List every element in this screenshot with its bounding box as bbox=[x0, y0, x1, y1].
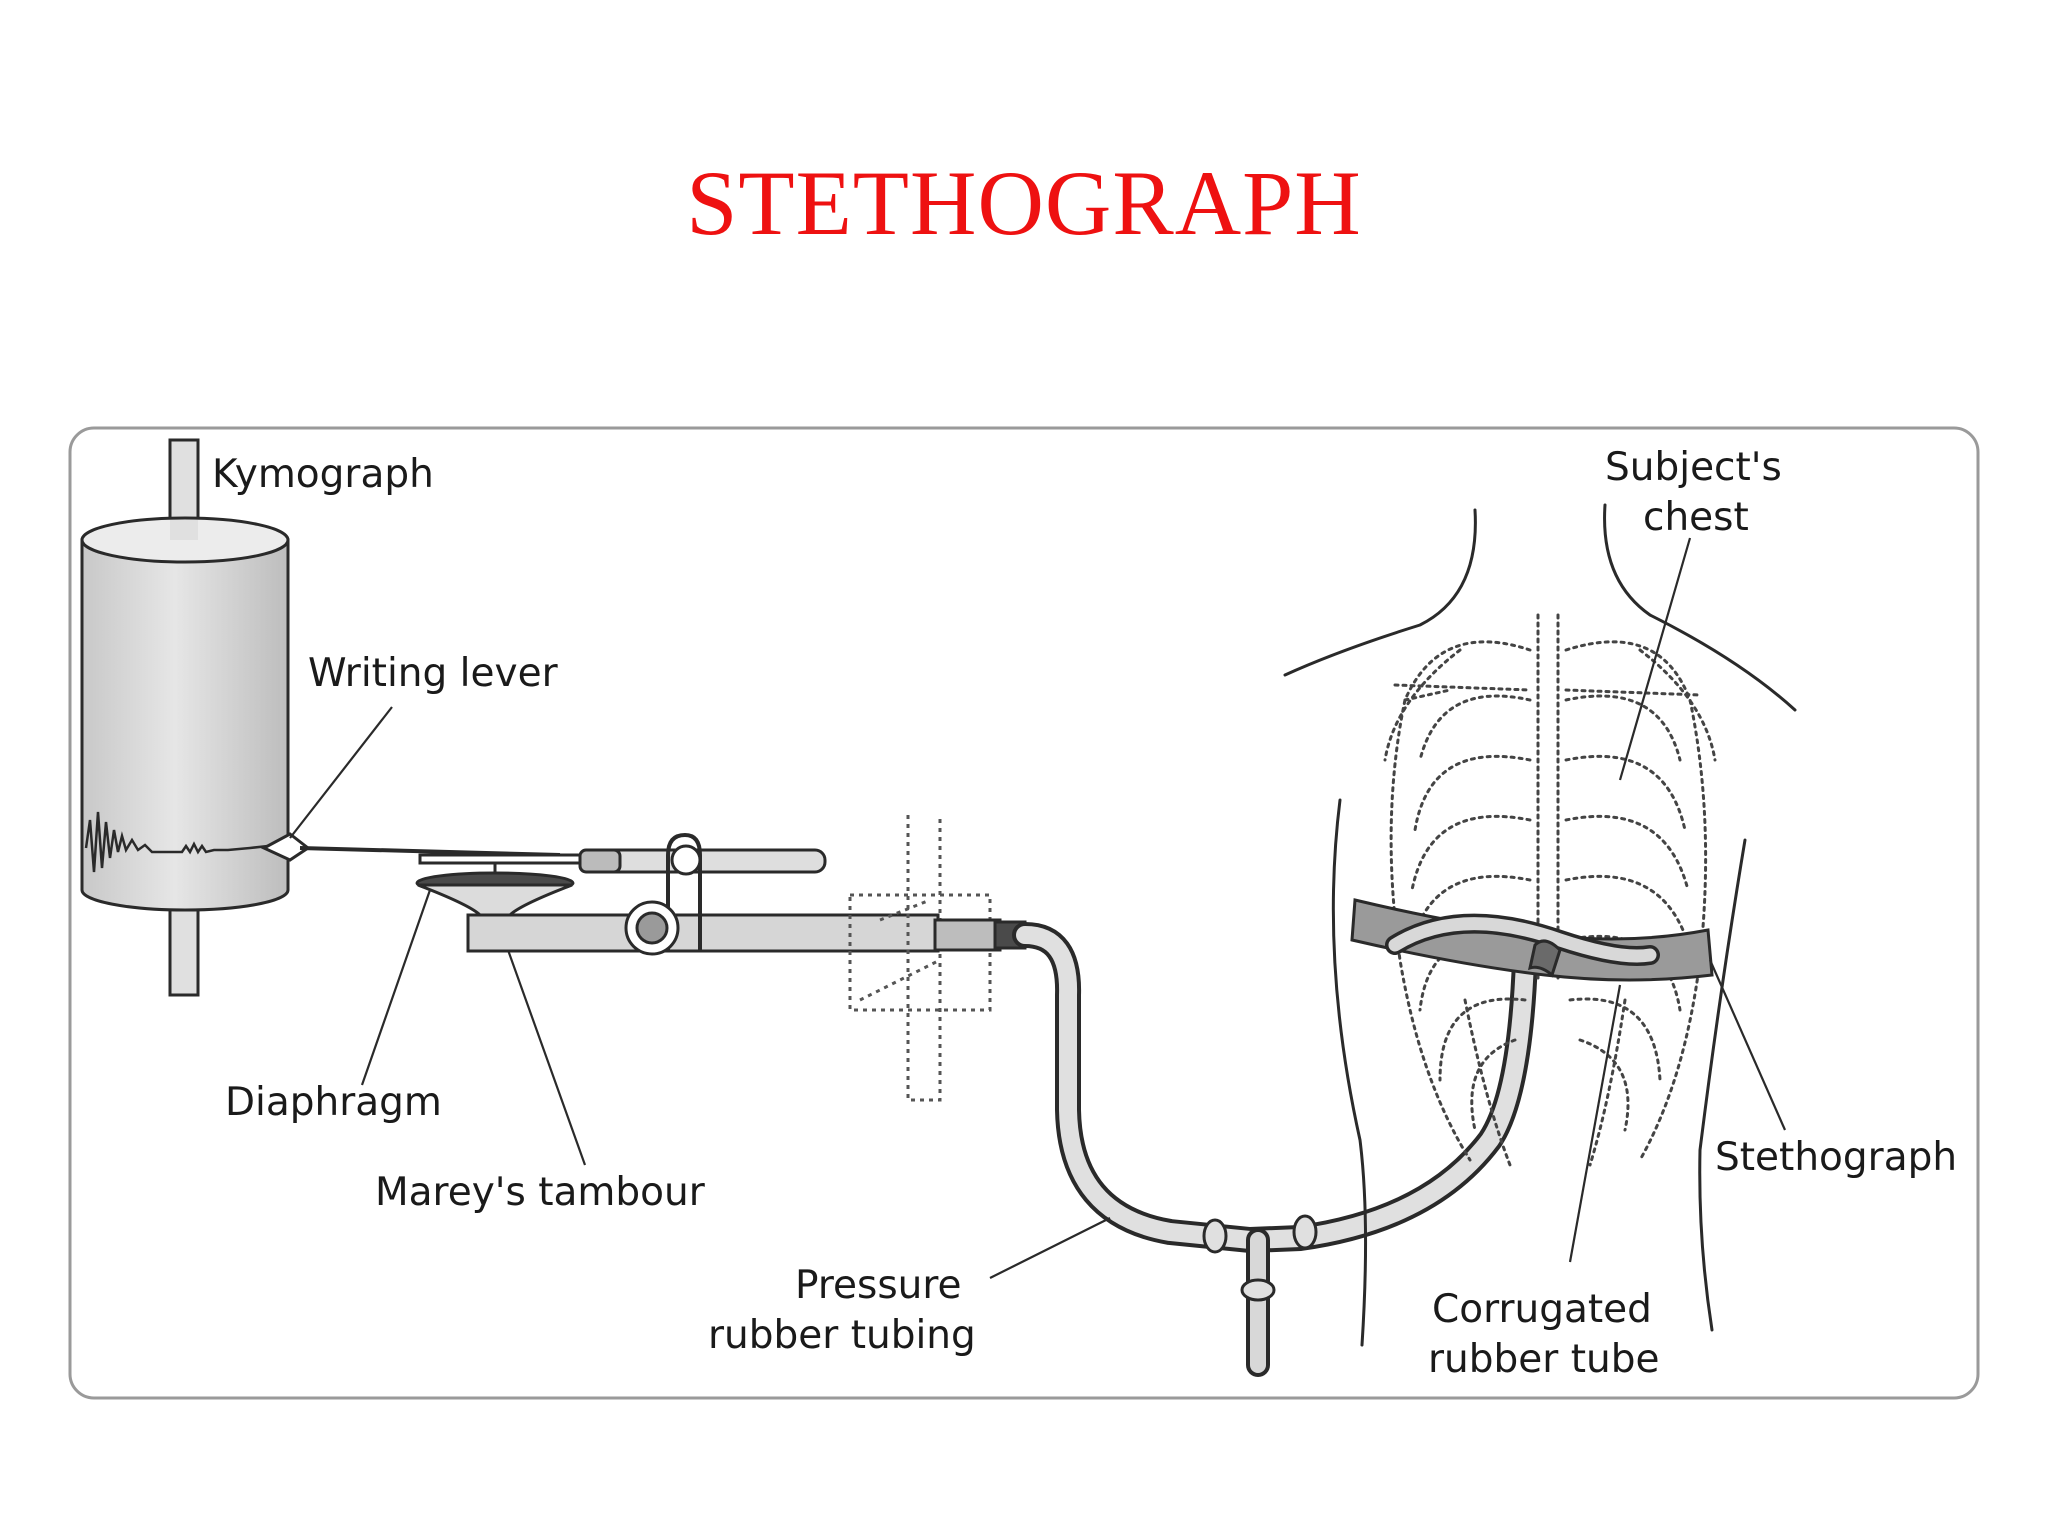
kymograph-trace bbox=[84, 811, 280, 873]
label-writing-lever: Writing lever bbox=[308, 651, 559, 696]
label-mareys-tambour: Marey's tambour bbox=[375, 1170, 706, 1215]
subjects-chest bbox=[1283, 503, 1797, 1347]
rib-cage bbox=[1383, 613, 1717, 1167]
leader-corrugated-tube bbox=[1568, 984, 1622, 1263]
label-kymograph: Kymograph bbox=[212, 452, 434, 497]
leader-pressure-tubing bbox=[989, 1217, 1111, 1279]
body-outline bbox=[1283, 508, 1477, 677]
label-corrugated-line1: Corrugated bbox=[1432, 1287, 1652, 1332]
tambour-base bbox=[466, 913, 940, 953]
pressure-tubing bbox=[1012, 922, 1538, 1377]
label-subjects-chest-line1: Subject's bbox=[1605, 445, 1782, 490]
label-pressure-line2: rubber tubing bbox=[708, 1313, 976, 1358]
leader-mareys-tambour bbox=[506, 949, 587, 1166]
slide-title: STETHOGRAPH bbox=[686, 152, 1362, 254]
label-pressure-line1: Pressure bbox=[795, 1263, 962, 1308]
leader-writing-lever bbox=[289, 706, 393, 839]
leader-lines bbox=[289, 537, 1787, 1279]
kymograph bbox=[80, 438, 290, 997]
leader-subjects-chest bbox=[1618, 537, 1692, 781]
stethograph-belt bbox=[1350, 898, 1714, 982]
label-stethograph: Stethograph bbox=[1715, 1135, 1957, 1180]
labels: Kymograph Writing lever Diaphragm Marey'… bbox=[212, 445, 1957, 1382]
mareys-tambour bbox=[415, 815, 1027, 1102]
kymograph-drum bbox=[80, 538, 290, 912]
leader-diaphragm bbox=[360, 889, 432, 1086]
label-corrugated-line2: rubber tube bbox=[1428, 1337, 1659, 1382]
label-subjects-chest-line2: chest bbox=[1643, 495, 1749, 540]
leader-stethograph bbox=[1708, 959, 1787, 1131]
label-diaphragm: Diaphragm bbox=[225, 1080, 442, 1125]
tambour-clamp bbox=[666, 832, 702, 950]
diagram-frame bbox=[68, 426, 1980, 1400]
kymograph-spindle-bottom bbox=[168, 898, 200, 997]
